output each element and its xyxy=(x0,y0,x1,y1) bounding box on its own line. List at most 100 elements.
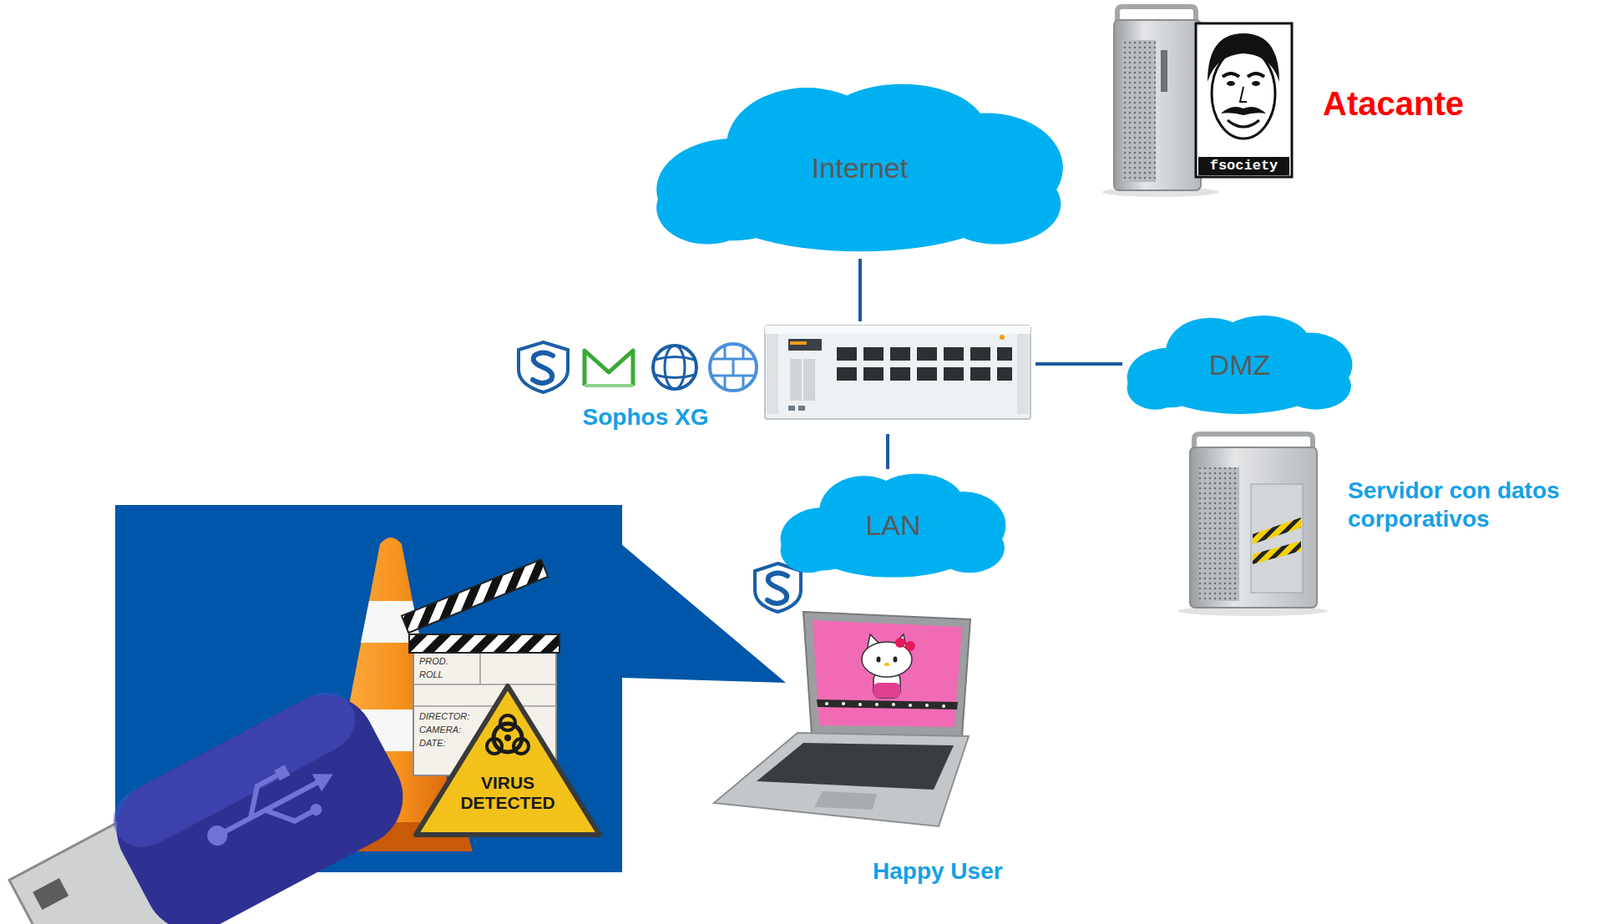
fsociety-mask-part xyxy=(1251,81,1261,87)
mail-icon-part xyxy=(584,350,633,386)
firewall-appliance-part xyxy=(789,341,807,345)
fsociety-mask-part xyxy=(1226,81,1236,87)
virus-warning-sign-part xyxy=(415,686,600,836)
clapperboard-part xyxy=(401,559,548,633)
virus-warning-sign xyxy=(415,686,600,836)
laptop-part xyxy=(905,641,916,652)
firewall-appliance-part xyxy=(836,367,857,381)
web-icon-part xyxy=(664,345,685,390)
device-label: Happy User xyxy=(872,857,1049,887)
data-server-tower-part xyxy=(1189,447,1317,608)
laptop-part xyxy=(891,703,896,707)
firewall-appliance-part xyxy=(1017,334,1029,415)
firewall-appliance-part xyxy=(890,367,911,381)
clapperboard-part-part xyxy=(401,559,548,633)
firewall-appliance-part xyxy=(788,339,822,351)
usb-stick-part xyxy=(203,822,231,850)
firewall-icon-part xyxy=(724,375,727,390)
internet-cloud: Internet xyxy=(648,76,1072,259)
laptop xyxy=(713,612,971,827)
data-server-tower-part xyxy=(1199,467,1240,602)
laptop-part xyxy=(858,703,862,707)
firewall-appliance-part xyxy=(943,367,964,381)
laptop-part xyxy=(841,702,846,706)
data-server-tower xyxy=(1177,434,1328,617)
laptop-part xyxy=(884,663,890,667)
data-server-tower-part xyxy=(1252,541,1302,565)
laptop-part xyxy=(895,637,906,649)
data-server: Servidor con datos corporativos xyxy=(1184,428,1327,613)
usb-stick-part xyxy=(308,802,325,819)
network-link xyxy=(1035,362,1123,366)
web-icon-part xyxy=(654,357,695,361)
endpoint-shield-icon-part xyxy=(754,563,801,613)
firewall-appliance-part xyxy=(916,367,937,381)
firewall-appliance xyxy=(764,325,1031,420)
poster-caption: fsociety xyxy=(1198,156,1290,176)
fsociety-mask-part xyxy=(1207,33,1280,82)
attacker-tower-part xyxy=(1160,50,1168,92)
laptop-part xyxy=(713,733,969,827)
shield-icon xyxy=(518,342,568,393)
cloud-label: Internet xyxy=(811,151,908,186)
slate-field: CAMERA: xyxy=(419,724,482,736)
slate-field: DIRECTOR: xyxy=(419,711,482,723)
warning-text: VIRUS DETECTED xyxy=(453,773,563,814)
usb-stick-part xyxy=(209,760,329,855)
clapperboard-part xyxy=(413,683,557,686)
firewall-appliance-part xyxy=(863,367,884,381)
firewall-appliance-part xyxy=(916,347,937,361)
device-label: Servidor con datos corporativos xyxy=(1347,476,1590,533)
firewall-appliance-part xyxy=(943,347,964,361)
firewall-appliance-part xyxy=(997,367,1013,381)
shield-icon-part xyxy=(518,342,568,393)
laptop-part xyxy=(873,683,901,699)
laptop-part xyxy=(941,704,946,709)
firewall-appliance-part xyxy=(997,347,1013,361)
firewall-appliance-part xyxy=(788,405,795,411)
fsociety-mask-part xyxy=(1195,23,1292,178)
laptop-part xyxy=(861,642,912,678)
firewall-icon xyxy=(709,344,757,391)
cloud-lobe xyxy=(933,164,1061,245)
laptop-part xyxy=(875,703,879,707)
clapperboard-part xyxy=(413,705,557,708)
slate-field: DATE: xyxy=(419,738,470,750)
cloud-label: DMZ xyxy=(1209,348,1271,383)
firewall-appliance-part xyxy=(764,325,1031,420)
mail-icon-part xyxy=(584,384,633,388)
data-server-tower-part xyxy=(1252,517,1302,545)
mail-icon xyxy=(584,350,633,386)
usb-stick-part xyxy=(312,765,339,793)
firewall-appliance-part xyxy=(798,405,806,411)
firewall-appliance-part xyxy=(890,347,911,361)
cloud-lobe xyxy=(1127,367,1184,411)
usb-stick xyxy=(0,678,421,924)
firewall-appliance-part xyxy=(999,334,1005,340)
slate-field: PROD. xyxy=(419,656,478,668)
callout-bubble-part xyxy=(621,544,786,684)
clapperboard-part xyxy=(479,653,482,685)
dmz-cloud: DMZ xyxy=(1122,311,1357,419)
fsociety-mask-part xyxy=(1211,48,1276,139)
cloud-label: LAN xyxy=(865,508,921,543)
fsociety-mask xyxy=(1195,23,1292,178)
firewall-appliance-part xyxy=(970,347,991,361)
usb-stick-part xyxy=(99,678,421,924)
usb-stick-part xyxy=(32,878,69,911)
firewall-icon-part xyxy=(742,345,745,360)
fsociety-mask-part xyxy=(1227,120,1260,127)
lan-cloud: LAN xyxy=(775,469,1011,583)
firewall-appliance-part xyxy=(970,367,991,381)
usb-stick-part xyxy=(274,764,291,781)
firewall-appliance-part xyxy=(803,359,816,401)
fsociety-mask-part xyxy=(1222,73,1240,77)
laptop-part xyxy=(816,699,958,710)
firewall-appliance-part xyxy=(789,359,802,401)
virus-warning-sign-part xyxy=(504,734,512,742)
firewall-icon-part xyxy=(709,344,757,391)
web-icon xyxy=(653,345,697,390)
firewall-appliance-part xyxy=(863,347,884,361)
laptop-part xyxy=(825,702,829,706)
